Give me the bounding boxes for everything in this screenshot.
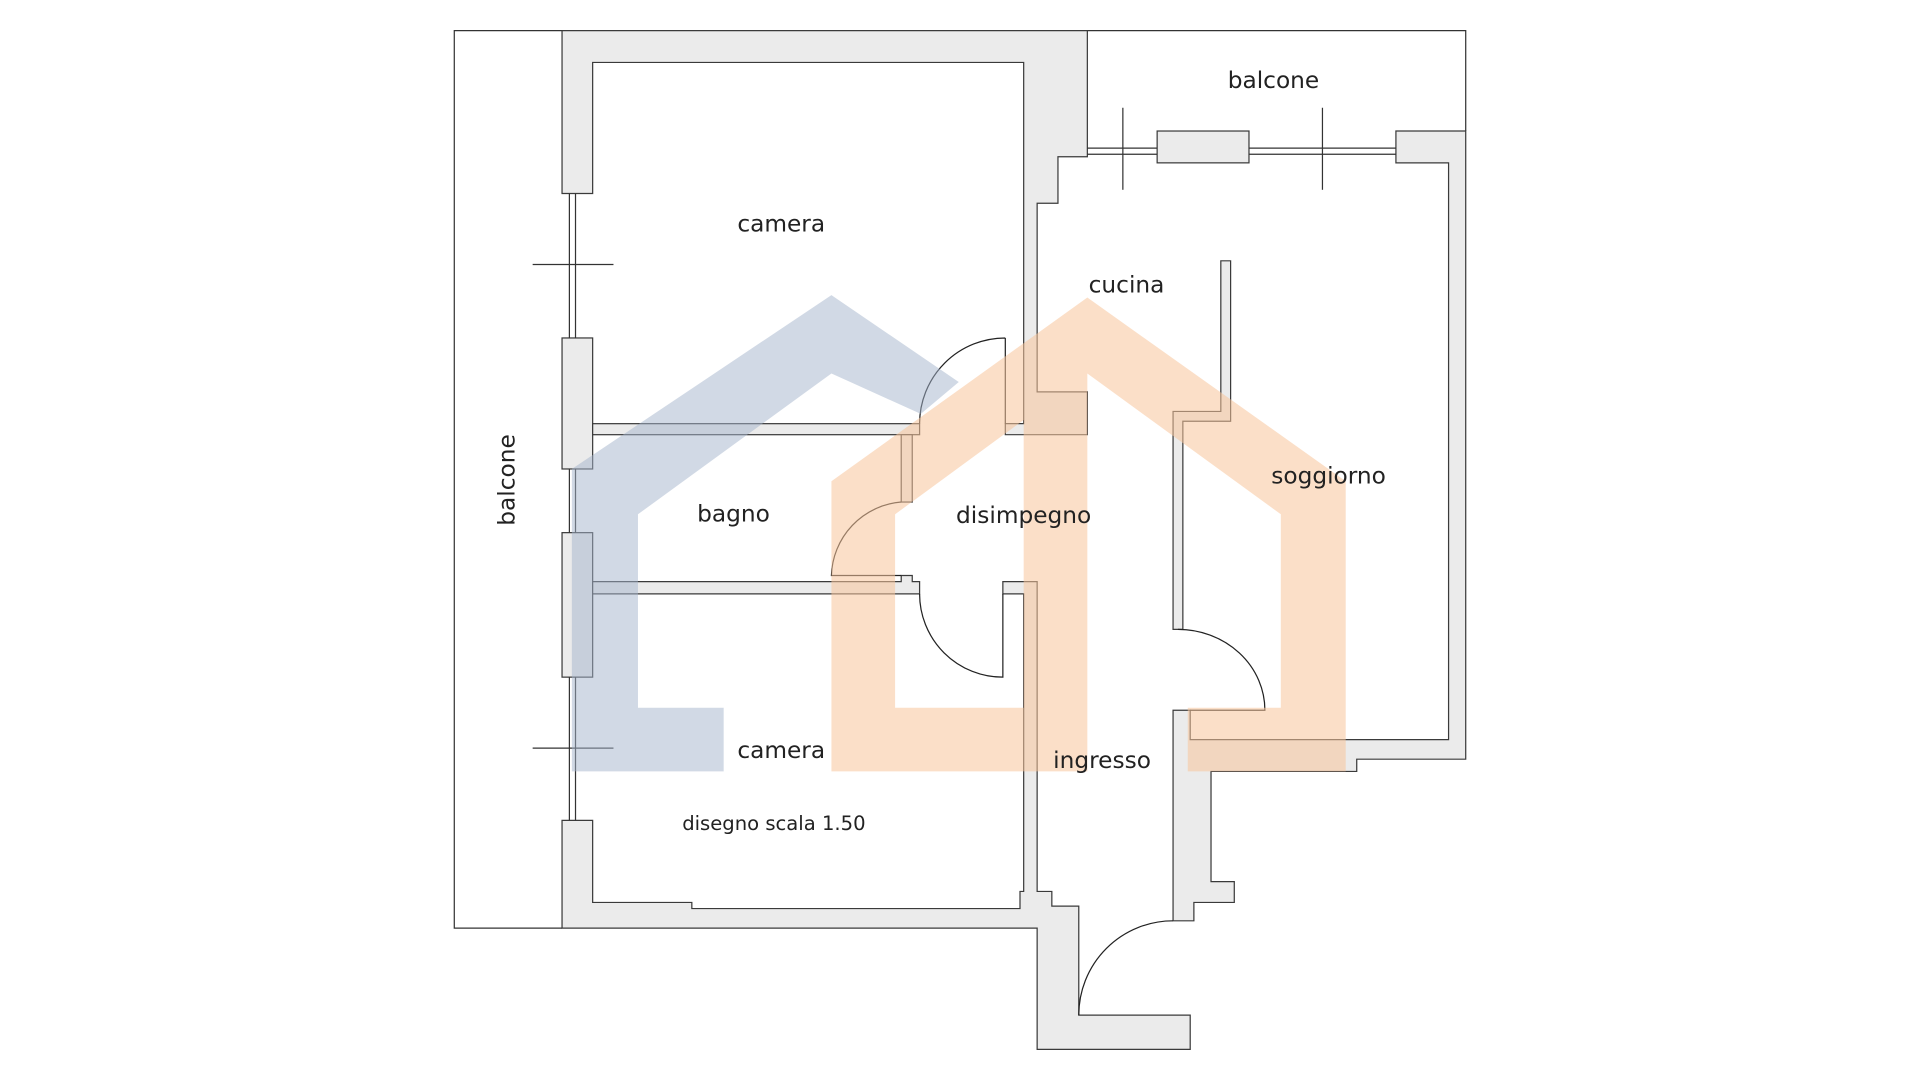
label-camera-bottom: camera — [737, 737, 825, 764]
label-cucina: cucina — [1089, 272, 1165, 299]
watermark-house-blue — [571, 295, 959, 772]
label-ingresso: ingresso — [1053, 747, 1151, 774]
door-ingresso[interactable] — [1078, 920, 1174, 1016]
label-bagno: bagno — [697, 501, 770, 528]
door-camera-bottom[interactable] — [918, 593, 1004, 678]
scale-note: disegno scala 1.50 — [682, 812, 865, 835]
window-pier — [1156, 130, 1250, 164]
label-disimpegno: disimpegno — [956, 502, 1091, 529]
watermark-house-orange — [831, 297, 1346, 772]
wall-west-1 — [561, 337, 594, 470]
balcony-top-outline — [1087, 30, 1467, 132]
label-soggiorno: soggiorno — [1271, 463, 1386, 490]
door-soggiorno[interactable] — [1177, 628, 1266, 711]
label-balcone-left: balcone — [493, 434, 520, 526]
label-camera-top: camera — [737, 210, 825, 237]
room-labels: camera balcone cucina soggiorno bagno di… — [493, 67, 1386, 835]
label-balcone-top: balcone — [1228, 67, 1320, 94]
watermark-logo — [571, 295, 1346, 772]
balcony-left-outline — [453, 30, 563, 929]
